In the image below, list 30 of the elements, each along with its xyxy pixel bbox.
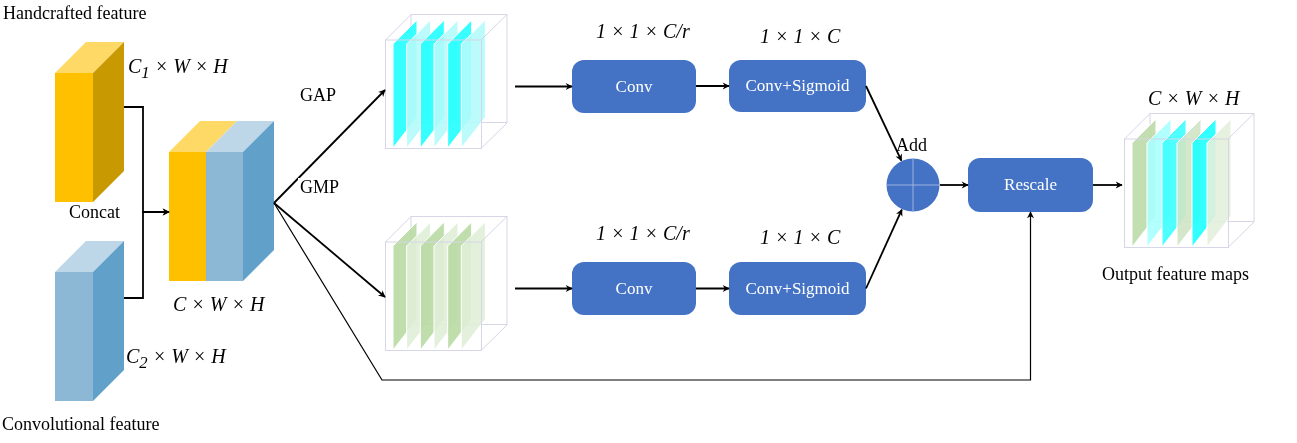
process-box: Conv+Sigmoid — [729, 262, 866, 315]
operation-label: Concat — [69, 203, 120, 223]
dimension-text: 1 × 1 × C — [760, 25, 841, 47]
arrow — [695, 285, 730, 292]
arrow — [865, 208, 903, 290]
process-box: Conv+Sigmoid — [729, 60, 866, 112]
arrow — [123, 208, 170, 299]
dimension-text: C × W × H — [1148, 87, 1240, 109]
caption-text: Convolutional feature — [2, 415, 160, 435]
arrow — [939, 181, 969, 189]
arrow — [514, 83, 573, 90]
dimension-text: C$_{2}$ × W × H — [126, 345, 226, 373]
caption-text: Add — [896, 136, 927, 156]
process-box: Conv — [572, 262, 696, 315]
dimension-text: C$_{1}$ × W × H — [128, 55, 228, 83]
dimension-text: 1 × 1 × C/r — [596, 20, 690, 42]
caption-text: Output feature maps — [1102, 265, 1249, 285]
dimension-text: C × W × H — [173, 293, 265, 315]
arrow — [865, 85, 903, 162]
arrow — [273, 202, 1034, 381]
arrow — [695, 82, 730, 90]
dimension-text: 1 × 1 × C/r — [596, 222, 690, 244]
arrow — [273, 202, 386, 298]
dimension-text: 1 × 1 × C — [760, 226, 841, 248]
arrow — [273, 89, 386, 204]
process-box: Rescale — [968, 158, 1093, 212]
arrow — [514, 285, 573, 292]
arrow — [1092, 181, 1123, 189]
caption-text: Handcrafted feature — [3, 4, 147, 24]
process-box: Conv — [572, 60, 696, 113]
